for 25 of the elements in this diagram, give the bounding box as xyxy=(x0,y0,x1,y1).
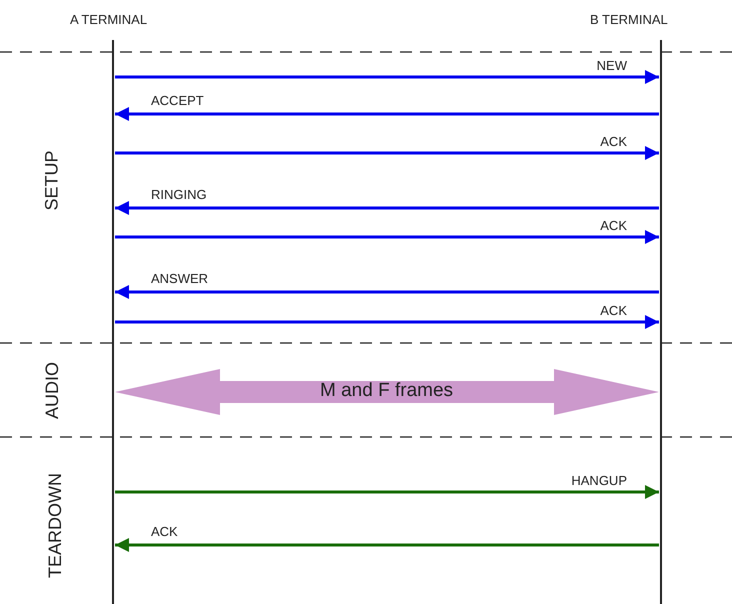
participant-label: A TERMINAL xyxy=(70,12,148,27)
message-arrow xyxy=(115,107,659,121)
message-arrow xyxy=(115,201,659,215)
message-arrow xyxy=(115,538,659,552)
message-label: HANGUP xyxy=(571,474,627,488)
participant-label: B TERMINAL xyxy=(590,12,668,27)
message-arrow xyxy=(115,485,659,499)
phase-label: SETUP xyxy=(42,150,62,210)
message-label: ACK xyxy=(600,304,627,318)
message-label: RINGING xyxy=(151,188,207,202)
message-label: ACCEPT xyxy=(151,94,204,108)
message-arrow xyxy=(115,70,659,84)
message-label: ANSWER xyxy=(151,272,208,286)
message-arrow xyxy=(115,285,659,299)
message-label: ACK xyxy=(600,219,627,233)
message-arrow xyxy=(115,315,659,329)
message-label: NEW xyxy=(596,59,627,73)
message-label: ACK xyxy=(600,135,627,149)
message-arrow xyxy=(115,230,659,244)
double-arrow xyxy=(115,369,659,415)
message-label: M and F frames xyxy=(320,380,454,402)
phase-label: AUDIO xyxy=(42,362,62,418)
message-label: ACK xyxy=(151,525,178,539)
phase-label: TEARDOWN xyxy=(44,472,66,578)
message-arrow xyxy=(115,146,659,160)
